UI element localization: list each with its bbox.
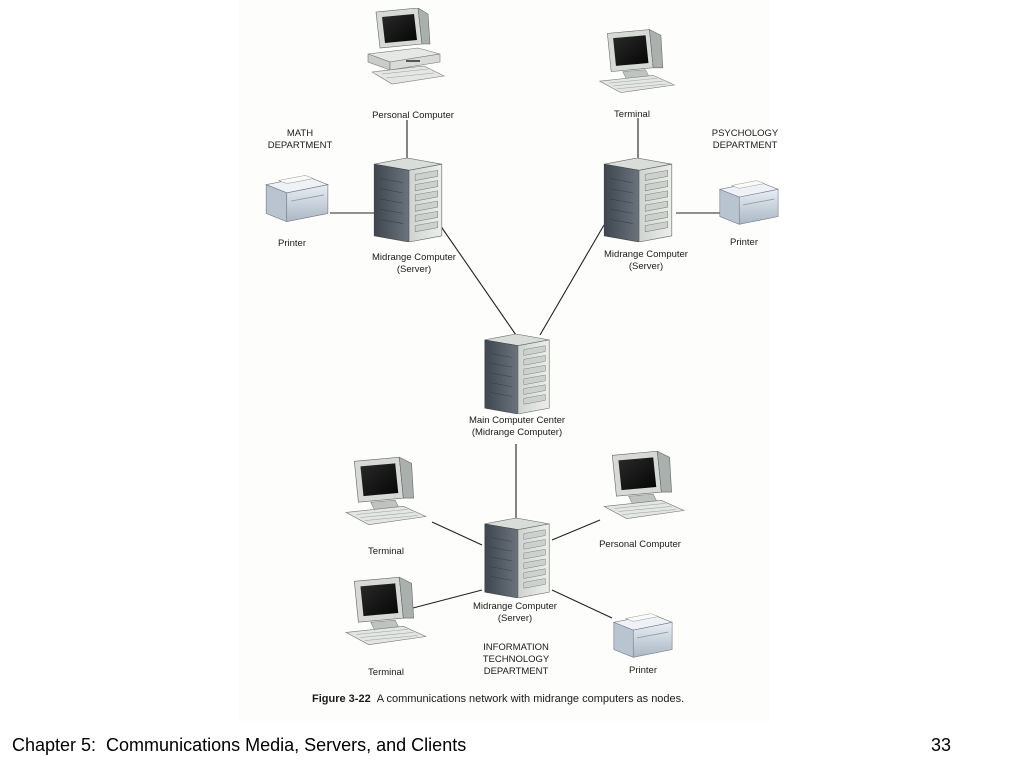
- node-label-it-terminal-2: Terminal: [368, 667, 404, 678]
- slide-page-number: 33: [931, 735, 952, 755]
- node-label-math-server: Midrange Computer (Server): [372, 252, 456, 275]
- dept-label-it: INFORMATION TECHNOLOGY DEPARTMENT: [482, 642, 550, 677]
- terminal-icon: [603, 450, 685, 520]
- server-tower-icon: [373, 158, 443, 242]
- terminal-icon: [345, 456, 427, 526]
- server-tower-icon: [484, 518, 550, 598]
- figure-caption-text: A communications network with midrange c…: [376, 693, 685, 705]
- node-label-psych-printer: Printer: [730, 237, 758, 248]
- node-label-psych-server: Midrange Computer (Server): [604, 249, 688, 272]
- dept-label-math: MATH DEPARTMENT: [267, 128, 333, 151]
- node-label-it-terminal-1: Terminal: [368, 546, 404, 557]
- personal-computer-icon: [367, 8, 445, 85]
- dept-label-psychology: PSYCHOLOGY DEPARTMENT: [711, 128, 779, 151]
- printer-icon: [265, 174, 329, 223]
- printer-icon: [719, 180, 779, 225]
- server-tower-icon: [484, 334, 550, 414]
- node-label-it-server: Midrange Computer (Server): [473, 601, 557, 624]
- slide-footer-title: Chapter 5: Communications Media, Servers…: [12, 735, 467, 755]
- connection-lines: [330, 118, 720, 619]
- node-label-main-center: Main Computer Center (Midrange Computer): [468, 415, 566, 438]
- server-tower-icon: [603, 158, 673, 242]
- printer-icon: [613, 613, 673, 658]
- figure-caption: Figure 3-22 A communications network with…: [312, 693, 684, 705]
- terminal-icon: [599, 29, 675, 94]
- node-label-it-printer: Printer: [629, 665, 657, 676]
- node-label-math-pc: Personal Computer: [372, 110, 454, 121]
- node-label-psych-terminal: Terminal: [614, 109, 650, 120]
- figure-number: Figure 3-22: [312, 693, 371, 705]
- node-label-it-pc: Personal Computer: [599, 539, 681, 550]
- node-label-math-printer: Printer: [278, 238, 306, 249]
- terminal-icon: [345, 576, 427, 646]
